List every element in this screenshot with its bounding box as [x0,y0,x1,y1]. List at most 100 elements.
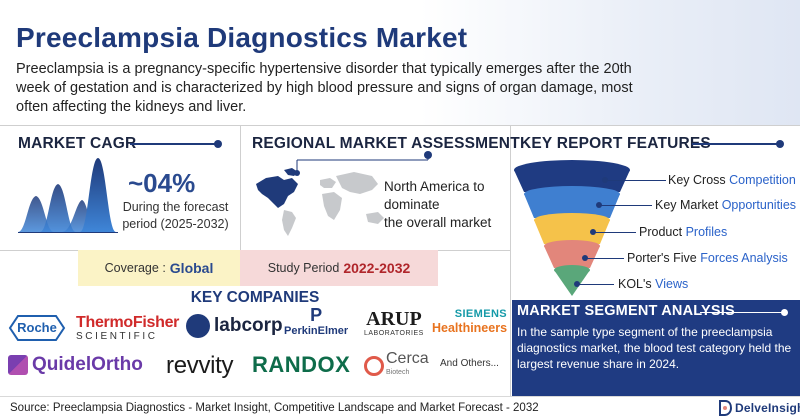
companies-heading: KEY COMPANIES [190,289,320,306]
arup-name: ARUP [366,308,422,330]
feature-dot [590,229,596,235]
regional-summary: North America to dominate the overall ma… [384,178,509,232]
heading-underline [130,143,216,145]
study-period-label: Study Period [267,261,340,275]
regional-heading: REGIONAL MARKET ASSESSMENT [252,135,520,152]
heading-underline [700,312,782,313]
cerca-text: Cerca Biotech [386,350,429,380]
feature-dot [582,255,588,261]
cagr-value: ~04% [128,168,196,198]
thermofisher-name: ThermoFisher [76,314,180,331]
feature-item: Porter's Five Forces Analysis [627,251,788,265]
feature-item: Key Cross Competition [668,173,796,187]
funnel-layer-1 [514,170,630,192]
feature-label: Porter's Five [627,251,701,265]
feature-item: Product Profiles [639,225,727,239]
segment-text: In the sample type segment of the preecl… [517,325,792,371]
siemens-logo: SIEMENS Healthineers [432,308,507,336]
header-background [420,0,800,125]
feature-connector [594,232,636,233]
funnel-layer-5 [554,270,590,296]
segment-panel [512,300,800,396]
coverage-box: Coverage : Global [78,250,240,286]
roche-hexagon-icon [8,315,66,341]
roche-logo: Roche [8,314,66,342]
siemens-sub: Healthineers [432,321,508,335]
perkinelmer-logo: P PerkinElmer [284,306,348,338]
delveinsight-logo: DelveInsight [718,400,800,416]
thermofisher-logo: ThermoFisher SCIENTIFIC [76,314,179,343]
feature-connector [606,180,666,181]
thermofisher-sub: SCIENTIFIC [76,331,158,342]
divider [0,125,800,126]
page-title: Preeclampsia Diagnostics Market [16,22,468,53]
quidelortho-name: QuidelOrtho [32,354,143,375]
regional-line: the overall market [384,215,492,230]
feature-connector [578,284,614,285]
feature-label: Key Cross [668,173,730,187]
feature-item: Key Market Opportunities [655,198,796,212]
cerca-sub: Biotech [386,369,410,376]
quidelortho-logo: QuidelOrtho [8,354,143,376]
coverage-value: Global [169,260,214,276]
feature-highlight: Competition [729,173,796,187]
feature-label: Key Market [655,198,722,212]
arup-sub: LABORATORIES [364,330,424,337]
source-text: Source: Preeclampsia Diagnostics - Marke… [10,402,539,414]
features-funnel [514,160,630,296]
heading-dot [776,140,784,148]
study-period-value: 2022-2032 [343,260,411,276]
feature-item: KOL's Views [618,277,688,291]
cagr-caption: During the forecast period (2025-2032) [122,200,229,231]
heading-dot [424,151,432,159]
feature-dot [574,281,580,287]
brand-name: DelveInsight [735,401,800,415]
labcorp-logo: labcorp [186,314,283,338]
divider [510,125,511,396]
randox-logo: RANDOX [252,352,350,378]
feature-highlight: Profiles [685,225,728,239]
feature-dot [596,202,602,208]
divider [240,125,241,250]
cerca-logo: Cerca Biotech [364,350,429,380]
arup-logo: ARUP LABORATORIES [364,308,424,337]
labcorp-name: labcorp [214,315,283,336]
labcorp-circle-icon [186,314,210,338]
randox-name: RANDOX [252,352,351,377]
cerca-circle-icon [364,356,384,376]
funnel-layer-3 [534,220,610,244]
cagr-wave-graphic [18,158,118,233]
header: Preeclampsia Diagnostics Market Preeclam… [0,0,800,125]
heading-dot [214,140,222,148]
feature-highlight: Forces Analysis [700,251,788,265]
funnel-layer-2 [524,194,620,218]
heading-dot [781,309,788,316]
regional-line: North America to [384,179,485,194]
heading-underline [692,143,778,145]
feature-connector [586,258,624,259]
feature-highlight: Opportunities [721,198,797,212]
cerca-name: Cerca [386,350,429,367]
regional-line: dominate [384,197,440,212]
feature-dot [602,177,608,183]
feature-highlight: Views [655,277,689,291]
features-heading: KEY REPORT FEATURES [520,135,711,152]
feature-connector [600,205,652,206]
delveinsight-mark-icon [719,400,732,416]
coverage-label: Coverage : [104,261,166,275]
revvity-logo: revvity [166,352,234,380]
intro-text: Preeclampsia is a pregnancy-specific hyp… [16,61,633,115]
feature-label: Product [639,225,686,239]
and-others-text: And Others... [440,358,499,369]
siemens-name: SIEMENS [454,308,508,320]
footer [0,396,800,420]
feature-label: KOL's [618,277,656,291]
world-map-graphic [256,158,429,236]
roche-name: Roche [17,320,57,335]
funnel-layer-4 [544,246,600,268]
segment-heading: MARKET SEGMENT ANALYSIS [517,303,735,319]
perkinelmer-name: PerkinElmer [284,325,349,337]
perkinelmer-mark-icon: P [310,305,323,325]
cagr-heading: MARKET CAGR [18,135,137,152]
revvity-name: revvity [166,352,234,379]
